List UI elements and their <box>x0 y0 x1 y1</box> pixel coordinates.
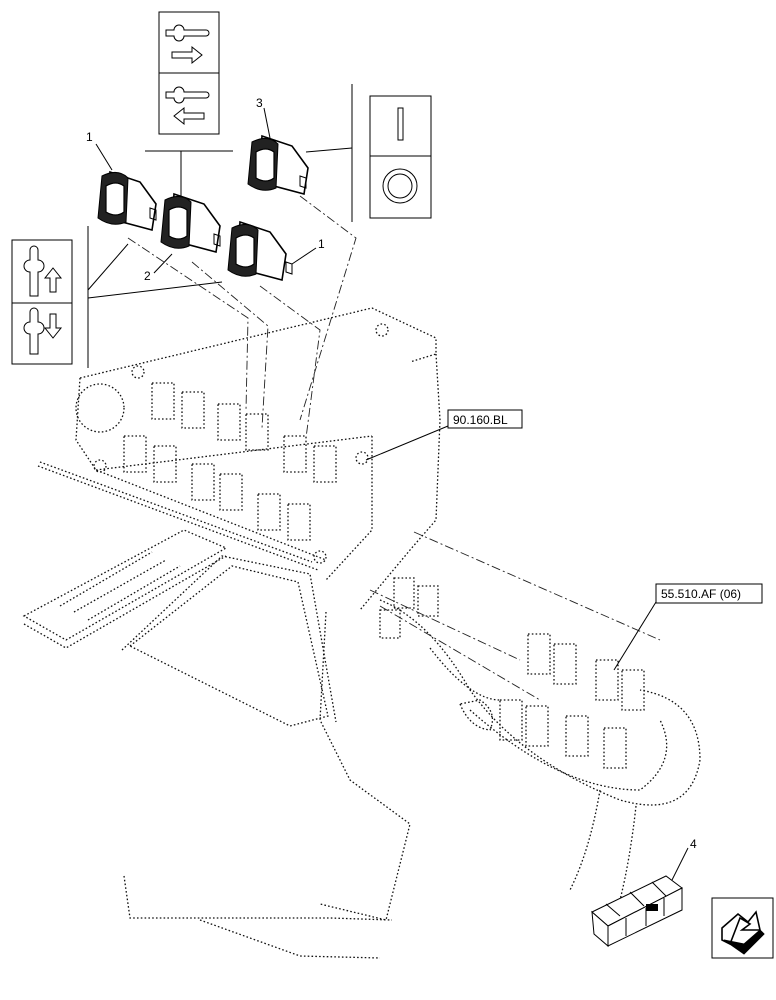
reference-55-510-af-label: 55.510.AF (06) <box>661 587 741 601</box>
callout-2: 2 <box>144 253 173 283</box>
phantom-harness <box>379 577 701 901</box>
on-line-icon <box>397 107 404 141</box>
connector-cluster-upper <box>379 577 645 711</box>
callout-3: 3 <box>256 96 271 139</box>
down-arrow-icon <box>23 307 63 355</box>
callout-1-right-label: 1 <box>318 237 325 251</box>
callout-4: 4 <box>671 837 697 881</box>
connector-cluster-lower <box>499 699 627 769</box>
callout-1-right: 1 <box>291 237 325 265</box>
reference-90-160-bl: 90.160.BL <box>365 409 523 461</box>
off-circle-icon <box>382 168 418 204</box>
callout-2-label: 2 <box>144 269 151 283</box>
push-left-arrow-icon <box>165 86 210 126</box>
symbol-panel-power <box>369 95 432 219</box>
callout-4-label: 4 <box>690 837 697 851</box>
callout-1-left: 1 <box>86 130 113 171</box>
pull-right-arrow-icon <box>165 24 210 65</box>
next-page-arrow-icon[interactable] <box>711 897 774 959</box>
callout-1-left-label: 1 <box>86 130 93 144</box>
symbol-panel-horizontal <box>158 11 220 135</box>
callout-3-label: 3 <box>256 96 263 110</box>
leader-lines <box>87 84 353 368</box>
kit-box-icon <box>591 875 683 948</box>
reference-90-160-bl-label: 90.160.BL <box>453 413 508 427</box>
rocker-switch-1-right <box>227 220 293 282</box>
rocker-switch-3 <box>247 134 309 196</box>
symbol-panel-vertical <box>11 239 73 365</box>
rocker-switch-1-left <box>97 170 157 232</box>
reference-55-510-af: 55.510.AF (06) <box>613 583 763 671</box>
assembly-center-lines <box>127 195 661 701</box>
rocker-switch-2 <box>160 192 221 254</box>
up-arrow-icon <box>23 245 63 297</box>
phantom-console <box>22 307 441 959</box>
